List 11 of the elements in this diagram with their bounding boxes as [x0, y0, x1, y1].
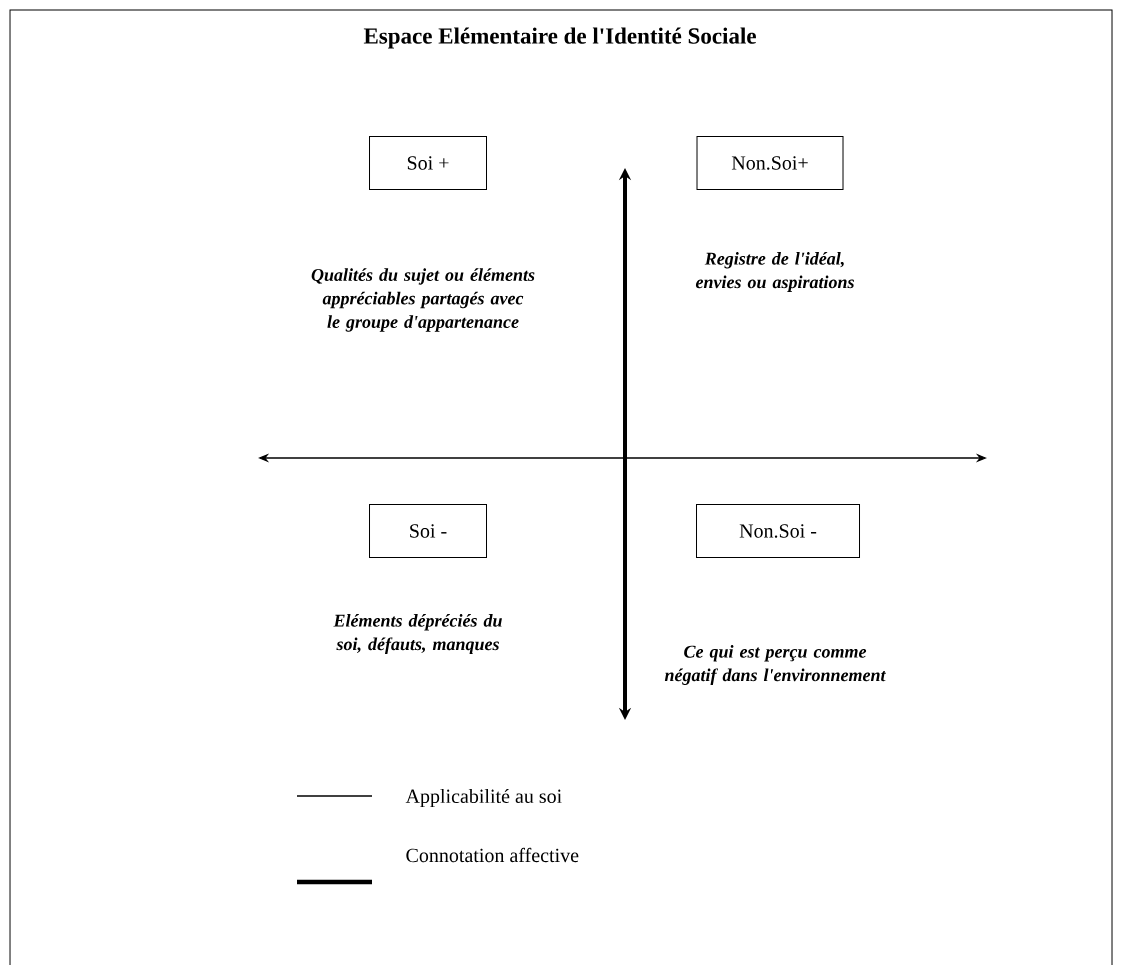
- quadrant-description: Eléments dépréciés du soi, défauts, manques: [333, 614, 502, 654]
- quadrant-description: Registre de l'idéal, envies ou aspirations: [695, 252, 854, 292]
- quadrant-description: Ce qui est perçu comme négatif dans l'environnement: [664, 645, 886, 685]
- quadrant-box: Non.Soi -: [696, 504, 860, 558]
- quadrant-box: Non.Soi+: [696, 136, 844, 190]
- quadrant-box: Soi -: [369, 504, 487, 558]
- legend-text: Applicabilité au soi: [405, 788, 562, 808]
- title: Espace Elémentaire de l'Identité Sociale: [363, 27, 756, 49]
- quadrant-box: Soi +: [369, 136, 487, 190]
- quadrant-description: Qualités du sujet ou éléments appréciables partagés avec le groupe d'appartenance: [311, 268, 535, 332]
- legend-text: Connotation affective: [406, 847, 579, 863]
